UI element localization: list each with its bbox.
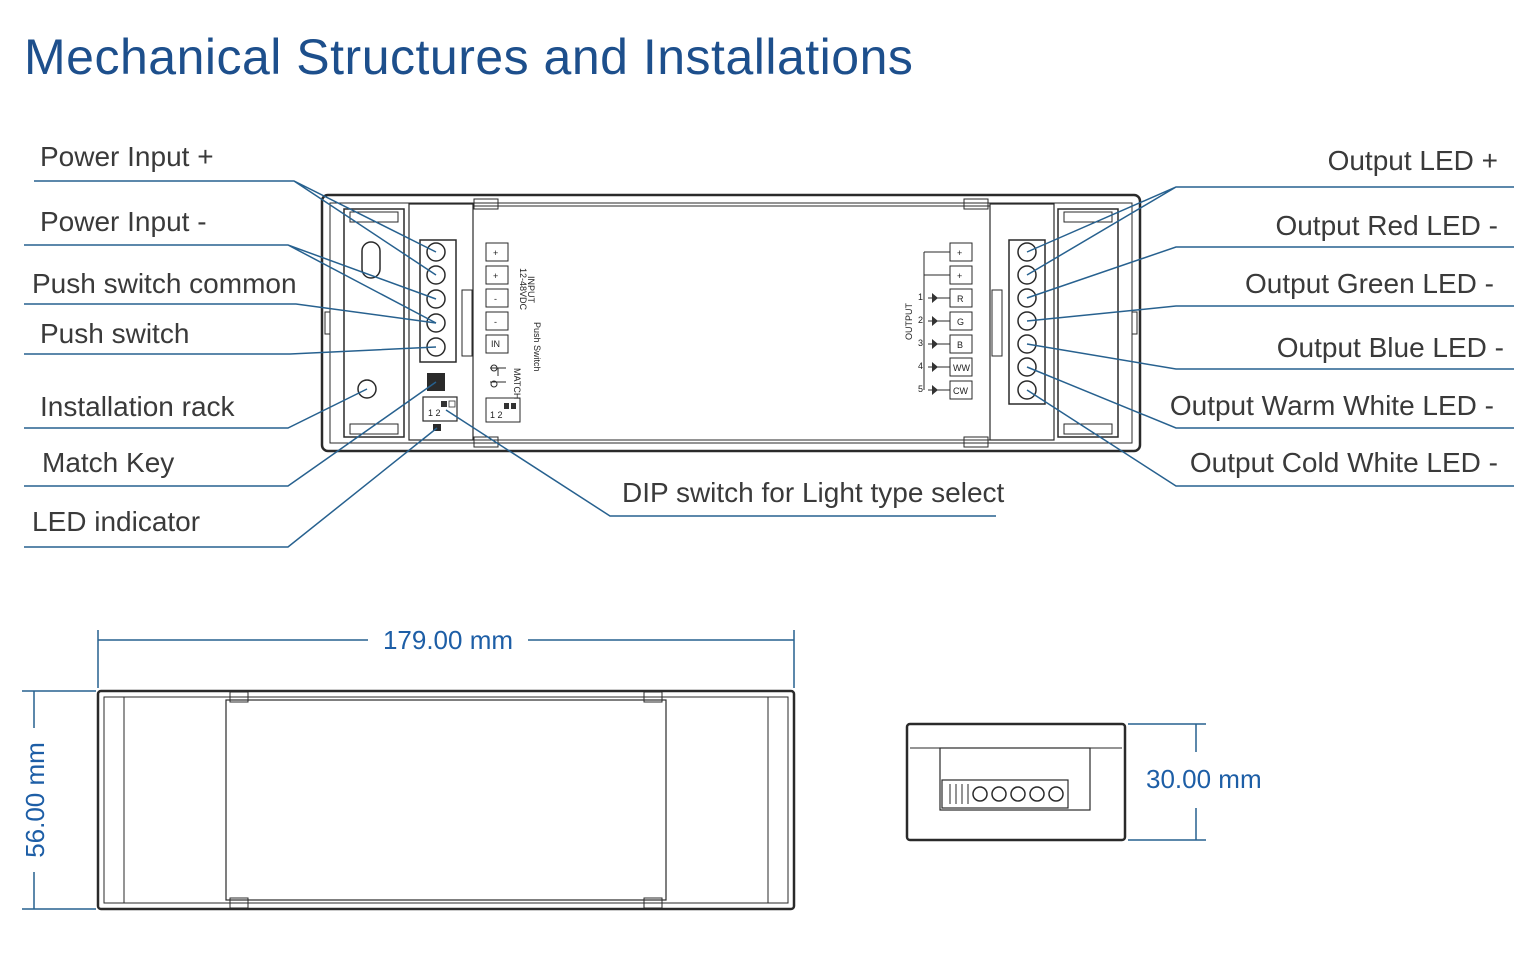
dip-numbers: 1 2 xyxy=(428,408,441,418)
input-terminal xyxy=(426,289,446,309)
leader-line xyxy=(24,303,437,324)
push-switch-label: Push Switch xyxy=(532,322,542,372)
device-top-view: 1 2 + + - - IN INPUT 12-48VDC Push Switc… xyxy=(320,193,1142,453)
width-dimension-label: 56.00 mm xyxy=(20,742,50,858)
output-terminal-label: WW xyxy=(953,363,970,373)
callout-push-switch: Push switch xyxy=(40,318,189,349)
output-terminal xyxy=(1017,334,1037,354)
output-terminal-label: B xyxy=(957,340,963,350)
page-title: Mechanical Structures and Installations xyxy=(24,29,914,85)
device-bottom-view xyxy=(96,689,796,911)
output-number: 1 xyxy=(918,292,923,302)
callout-power-input-plus: Power Input + xyxy=(40,141,214,172)
callout-led-indicator: LED indicator xyxy=(32,506,200,537)
output-terminal xyxy=(1017,357,1037,377)
length-dimension: 179.00 mm xyxy=(97,625,795,688)
output-number: 2 xyxy=(918,315,923,325)
leader-line xyxy=(24,244,437,324)
input-terminal-label: + xyxy=(493,271,498,281)
leader-line xyxy=(1026,246,1514,299)
input-terminal-label: - xyxy=(494,294,497,304)
output-label: OUTPUT xyxy=(904,303,914,341)
leader-line xyxy=(1026,305,1514,322)
leader-line xyxy=(1026,389,1514,487)
length-dimension-label: 179.00 mm xyxy=(383,625,513,655)
output-terminal xyxy=(1017,380,1037,400)
output-terminal xyxy=(1017,311,1037,331)
height-dimension-label: 30.00 mm xyxy=(1146,764,1262,794)
dip-numbers: 1 2 xyxy=(490,410,503,420)
left-callouts: Power Input + Power Input - Push switch … xyxy=(24,141,438,548)
callout-push-switch-common: Push switch common xyxy=(32,268,297,299)
output-number: 5 xyxy=(918,384,923,394)
callout-power-input-minus: Power Input - xyxy=(40,206,207,237)
device-side-view xyxy=(905,722,1127,842)
output-terminal-label: CW xyxy=(953,386,968,396)
dip-switch xyxy=(422,396,458,422)
output-number: 3 xyxy=(918,338,923,348)
height-dimension: 30.00 mm xyxy=(1128,723,1262,841)
input-label: INPUT xyxy=(526,276,536,304)
leader-line xyxy=(1026,343,1514,370)
callout-output-cold-white: Output Cold White LED - xyxy=(1190,447,1498,478)
installation-rack-hole xyxy=(357,379,377,399)
leader-line xyxy=(24,346,437,355)
match-label: MATCH xyxy=(512,368,522,399)
callout-dip-switch: DIP switch for Light type select xyxy=(622,477,1005,508)
output-terminal xyxy=(1017,265,1037,285)
callout-output-led-plus: Output LED + xyxy=(1328,145,1498,176)
input-terminal-label: IN xyxy=(491,339,500,349)
callout-output-green: Output Green LED - xyxy=(1245,268,1494,299)
callout-output-red: Output Red LED - xyxy=(1275,210,1498,241)
leader-line xyxy=(1026,366,1514,429)
right-callouts: Output LED + Output Red LED - Output Gre… xyxy=(1026,145,1514,487)
input-terminal xyxy=(426,265,446,285)
leader-line xyxy=(24,427,438,548)
output-terminal-label: R xyxy=(957,294,964,304)
callout-output-warm-white: Output Warm White LED - xyxy=(1170,390,1494,421)
leader-line xyxy=(24,388,368,429)
leader-line xyxy=(24,381,437,487)
right-mount-bracket xyxy=(1057,208,1119,438)
output-terminal-label: G xyxy=(957,317,964,327)
left-mount-bracket xyxy=(343,208,405,438)
leader-line xyxy=(445,409,996,517)
callout-match-key: Match Key xyxy=(42,447,174,478)
callout-output-blue: Output Blue LED - xyxy=(1277,332,1504,363)
callout-installation-rack: Installation rack xyxy=(40,391,236,422)
input-terminal xyxy=(426,242,446,262)
bottom-callout: DIP switch for Light type select xyxy=(445,409,1005,517)
leader-line xyxy=(1026,186,1514,276)
output-terminal xyxy=(1017,242,1037,262)
output-terminal-block xyxy=(1008,239,1046,405)
output-terminal xyxy=(1017,288,1037,308)
input-terminal-block xyxy=(419,239,457,363)
leader-line xyxy=(34,180,437,276)
output-terminal-label: + xyxy=(957,271,962,281)
input-voltage: 12-48VDC xyxy=(518,268,528,311)
input-terminal-label: - xyxy=(494,317,497,327)
output-terminal-label: + xyxy=(957,248,962,258)
input-terminal-label: + xyxy=(493,248,498,258)
input-terminal xyxy=(426,313,446,333)
width-dimension: 56.00 mm xyxy=(20,690,96,910)
led-indicator xyxy=(433,424,441,431)
output-number: 4 xyxy=(918,361,923,371)
